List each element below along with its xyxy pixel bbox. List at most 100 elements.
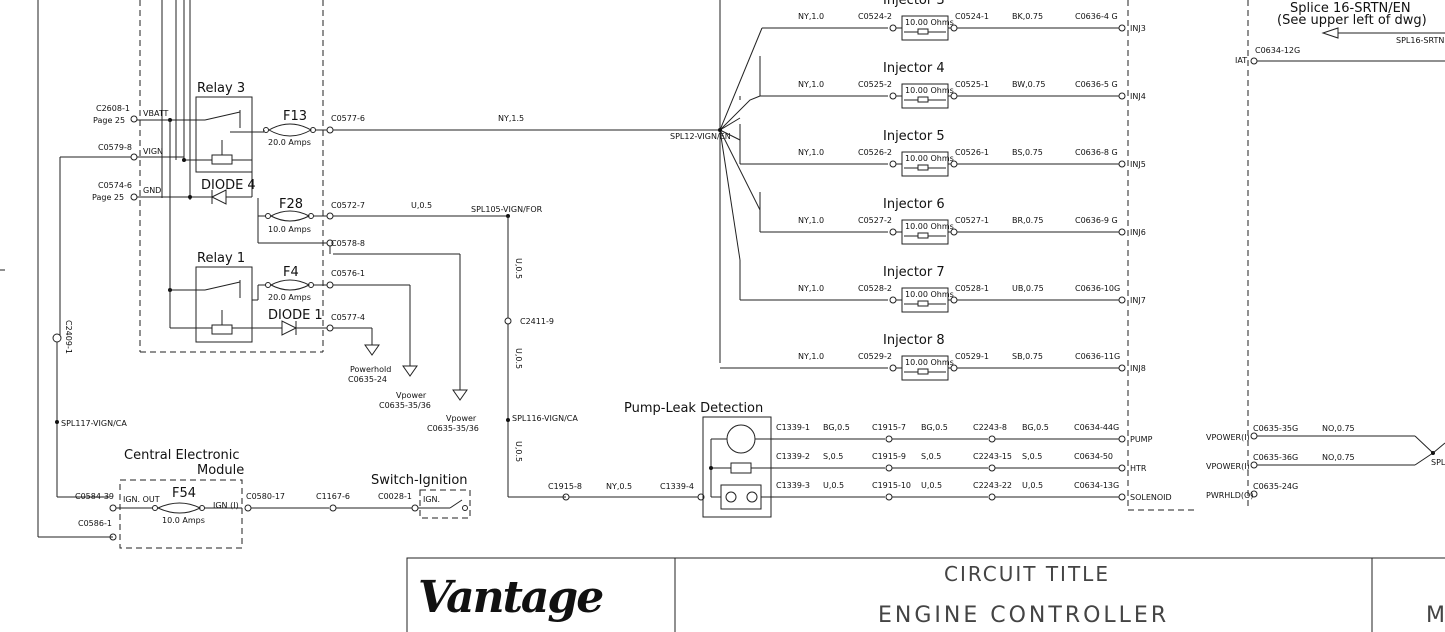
ecu-signal-label: PUMP <box>1130 435 1153 444</box>
svg-text:Page 25: Page 25 <box>92 193 124 202</box>
wire-in-label: NY,1.0 <box>798 148 824 157</box>
svg-text:IAT: IAT <box>1235 56 1247 65</box>
svg-text:Relay 1: Relay 1 <box>197 251 245 266</box>
svg-text:C1915-8: C1915-8 <box>548 482 582 491</box>
ecu-signal-label: SOLENOID <box>1130 493 1172 502</box>
svg-text:C0635-36G: C0635-36G <box>1253 453 1298 462</box>
svg-text:VBATT: VBATT <box>143 109 169 118</box>
connector-in-label: C0525-2 <box>858 80 892 89</box>
injector-harness-fan <box>719 0 888 363</box>
svg-text:NY,0.5: NY,0.5 <box>606 482 632 491</box>
svg-text:Powerhold: Powerhold <box>350 365 391 374</box>
wire-label: S,0.5 <box>823 452 843 461</box>
connector-out-label: C0525-1 <box>955 80 989 89</box>
svg-text:PWRHLD(O): PWRHLD(O) <box>1206 491 1253 500</box>
vantage-logo: Vantage <box>418 572 603 623</box>
svg-text:C0634-12G: C0634-12G <box>1255 46 1300 55</box>
svg-text:C1339-4: C1339-4 <box>660 482 694 491</box>
resistance-label: 10.00 Ohms <box>905 290 954 299</box>
wire-in-label: NY,1.0 <box>798 216 824 225</box>
svg-text:IGN (I): IGN (I) <box>213 501 239 510</box>
ecu-signal-label: INJ4 <box>1130 92 1146 101</box>
ecu-signal-label: HTR <box>1130 464 1147 473</box>
ecu-pin-label: C0634-50 <box>1074 452 1113 461</box>
connector-out-label: C0528-1 <box>955 284 989 293</box>
ignition-switch: Switch-Ignition IGN. <box>371 473 471 519</box>
svg-text:Switch-Ignition: Switch-Ignition <box>371 473 468 488</box>
svg-text:SPL: SPL <box>1431 458 1445 467</box>
svg-text:VIGN: VIGN <box>143 147 163 156</box>
svg-text:GND: GND <box>143 186 161 195</box>
ecu-pin-label: C0636-9 G <box>1075 216 1118 225</box>
svg-text:C1167-6: C1167-6 <box>316 492 350 501</box>
wire-in-label: NY,1.0 <box>798 12 824 21</box>
connector-label: C1915-7 <box>872 423 906 432</box>
wire-out-label: UB,0.75 <box>1012 284 1044 293</box>
wire-label: S,0.5 <box>921 452 941 461</box>
svg-text:C2409-1: C2409-1 <box>64 320 73 354</box>
svg-text:IGN.: IGN. <box>423 495 440 504</box>
svg-text:C0635-24: C0635-24 <box>348 375 387 384</box>
wire-label: BG,0.5 <box>823 423 850 432</box>
wire-label: BG,0.5 <box>1022 423 1049 432</box>
svg-text:C0577-6: C0577-6 <box>331 114 365 123</box>
svg-text:F4: F4 <box>283 265 299 280</box>
svg-text:IGN. OUT: IGN. OUT <box>123 495 160 504</box>
svg-text:C0584-39: C0584-39 <box>75 492 114 501</box>
svg-text:U,0.5: U,0.5 <box>514 441 523 462</box>
wire-in-label: NY,1.0 <box>798 352 824 361</box>
svg-text:U,0.5: U,0.5 <box>514 348 523 369</box>
connector-label: C2243-22 <box>973 481 1012 490</box>
connector-out-label: C0529-1 <box>955 352 989 361</box>
injector-title: Injector 3 <box>883 0 945 8</box>
wire-label: S,0.5 <box>1022 452 1042 461</box>
fuse-f28: F28 10.0 Amps <box>257 197 314 234</box>
svg-text:20.0 Amps: 20.0 Amps <box>268 138 311 147</box>
svg-text:Relay 3: Relay 3 <box>197 81 245 96</box>
svg-text:SPL105-VIGN/FOR: SPL105-VIGN/FOR <box>471 205 543 214</box>
svg-text:U,0.5: U,0.5 <box>514 258 523 279</box>
connector-in-label: C0529-2 <box>858 352 892 361</box>
ecu-pin-label: C0636-5 G <box>1075 80 1118 89</box>
injector-title: Injector 5 <box>883 129 945 144</box>
svg-text:Splice 16-SRTN/EN: Splice 16-SRTN/EN <box>1290 1 1411 16</box>
resistance-label: 10.00 Ohms <box>905 154 954 163</box>
wire-label: U,0.5 <box>823 481 844 490</box>
connector-label: C1339-3 <box>776 481 810 490</box>
injector-title: Injector 4 <box>883 61 945 76</box>
connector-label: C2243-15 <box>973 452 1012 461</box>
svg-text:10.0 Amps: 10.0 Amps <box>162 516 205 525</box>
circuit-title-label: CIRCUIT TITLE <box>944 562 1110 586</box>
svg-text:NO,0.75: NO,0.75 <box>1322 453 1355 462</box>
svg-text:F13: F13 <box>283 109 307 124</box>
injector-title: Injector 6 <box>883 197 945 212</box>
svg-text:C0635-24G: C0635-24G <box>1253 482 1298 491</box>
ecu-signal-label: INJ5 <box>1130 160 1146 169</box>
svg-text:M: M <box>1426 603 1445 628</box>
svg-text:SPL16-SRTN: SPL16-SRTN <box>1396 36 1444 45</box>
ecu-pin-label: C0634-13G <box>1074 481 1119 490</box>
ecu-pin-label: C0636-8 G <box>1075 148 1118 157</box>
svg-text:Page 25: Page 25 <box>93 116 125 125</box>
ecu-signal-label: INJ7 <box>1130 296 1146 305</box>
resistance-label: 10.00 Ohms <box>905 358 954 367</box>
svg-text:C0578-8: C0578-8 <box>331 239 365 248</box>
ecu-pin-label: C0636-10G <box>1075 284 1120 293</box>
svg-text:C0635-35G: C0635-35G <box>1253 424 1298 433</box>
connector-in-label: C0524-2 <box>858 12 892 21</box>
svg-text:SPL116-VIGN/CA: SPL116-VIGN/CA <box>512 414 578 423</box>
wire-out-label: BK,0.75 <box>1012 12 1043 21</box>
svg-text:Vpower: Vpower <box>396 391 427 400</box>
svg-text:C0577-4: C0577-4 <box>331 313 365 322</box>
relay-3: Relay 3 <box>170 81 264 173</box>
fuse-f4: F4 20.0 Amps <box>252 265 314 302</box>
wire-out-label: BW,0.75 <box>1012 80 1045 89</box>
svg-text:C2411-9: C2411-9 <box>520 317 554 326</box>
connector-out-label: C0527-1 <box>955 216 989 225</box>
